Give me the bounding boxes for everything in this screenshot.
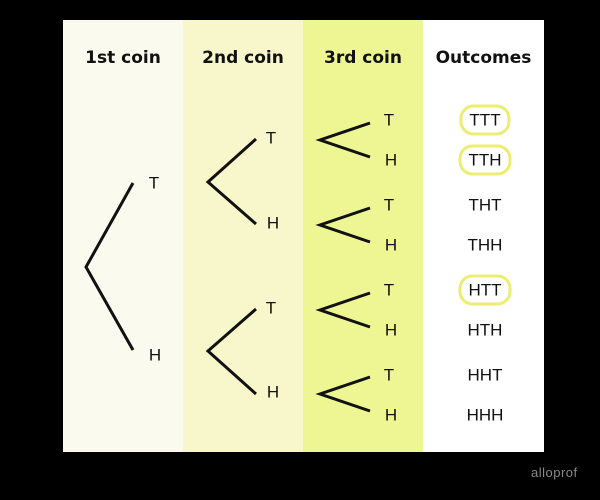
branch-3rd-coin-3 xyxy=(315,291,371,329)
column-outcomes: Outcomes xyxy=(423,20,544,452)
label-1st-T: T xyxy=(148,173,160,193)
label-3rd-1: T xyxy=(383,110,395,130)
outcome: HHH xyxy=(466,405,504,425)
label-1st-H: H xyxy=(148,345,162,365)
outcome: HTH xyxy=(467,320,503,340)
branch-1st-coin xyxy=(84,182,135,351)
outcome: HHT xyxy=(467,365,503,385)
branch-3rd-coin-1 xyxy=(315,121,371,159)
branch-3rd-coin-4 xyxy=(315,375,371,413)
label-2nd-H-1: H xyxy=(266,213,280,233)
column-1st-coin: 1st coin xyxy=(63,20,183,452)
header-outcomes: Outcomes xyxy=(435,48,532,68)
outcome-highlighted: TTT xyxy=(459,104,511,136)
label-3rd-6: H xyxy=(384,320,398,340)
branch-2nd-coin-upper xyxy=(205,137,258,226)
label-2nd-H-2: H xyxy=(266,382,280,402)
outcome-highlighted: HTT xyxy=(458,274,512,306)
alloprof-logo: alloprof xyxy=(531,465,578,480)
column-2nd-coin: 2nd coin xyxy=(183,20,303,452)
label-3rd-7: T xyxy=(383,365,395,385)
label-3rd-3: T xyxy=(383,195,395,215)
outcome-highlighted: TTH xyxy=(458,144,512,176)
outcome: THH xyxy=(467,235,503,255)
label-3rd-4: H xyxy=(384,235,398,255)
label-2nd-T-2: T xyxy=(265,298,277,318)
branch-2nd-coin-lower xyxy=(205,307,258,396)
header-3rd-coin: 3rd coin xyxy=(324,48,402,68)
branch-3rd-coin-2 xyxy=(315,206,371,244)
header-1st-coin: 1st coin xyxy=(85,48,161,68)
label-3rd-8: H xyxy=(384,405,398,425)
label-3rd-5: T xyxy=(383,280,395,300)
header-2nd-coin: 2nd coin xyxy=(202,48,284,68)
outcome: THT xyxy=(468,195,502,215)
label-2nd-T-1: T xyxy=(265,128,277,148)
label-3rd-2: H xyxy=(384,150,398,170)
